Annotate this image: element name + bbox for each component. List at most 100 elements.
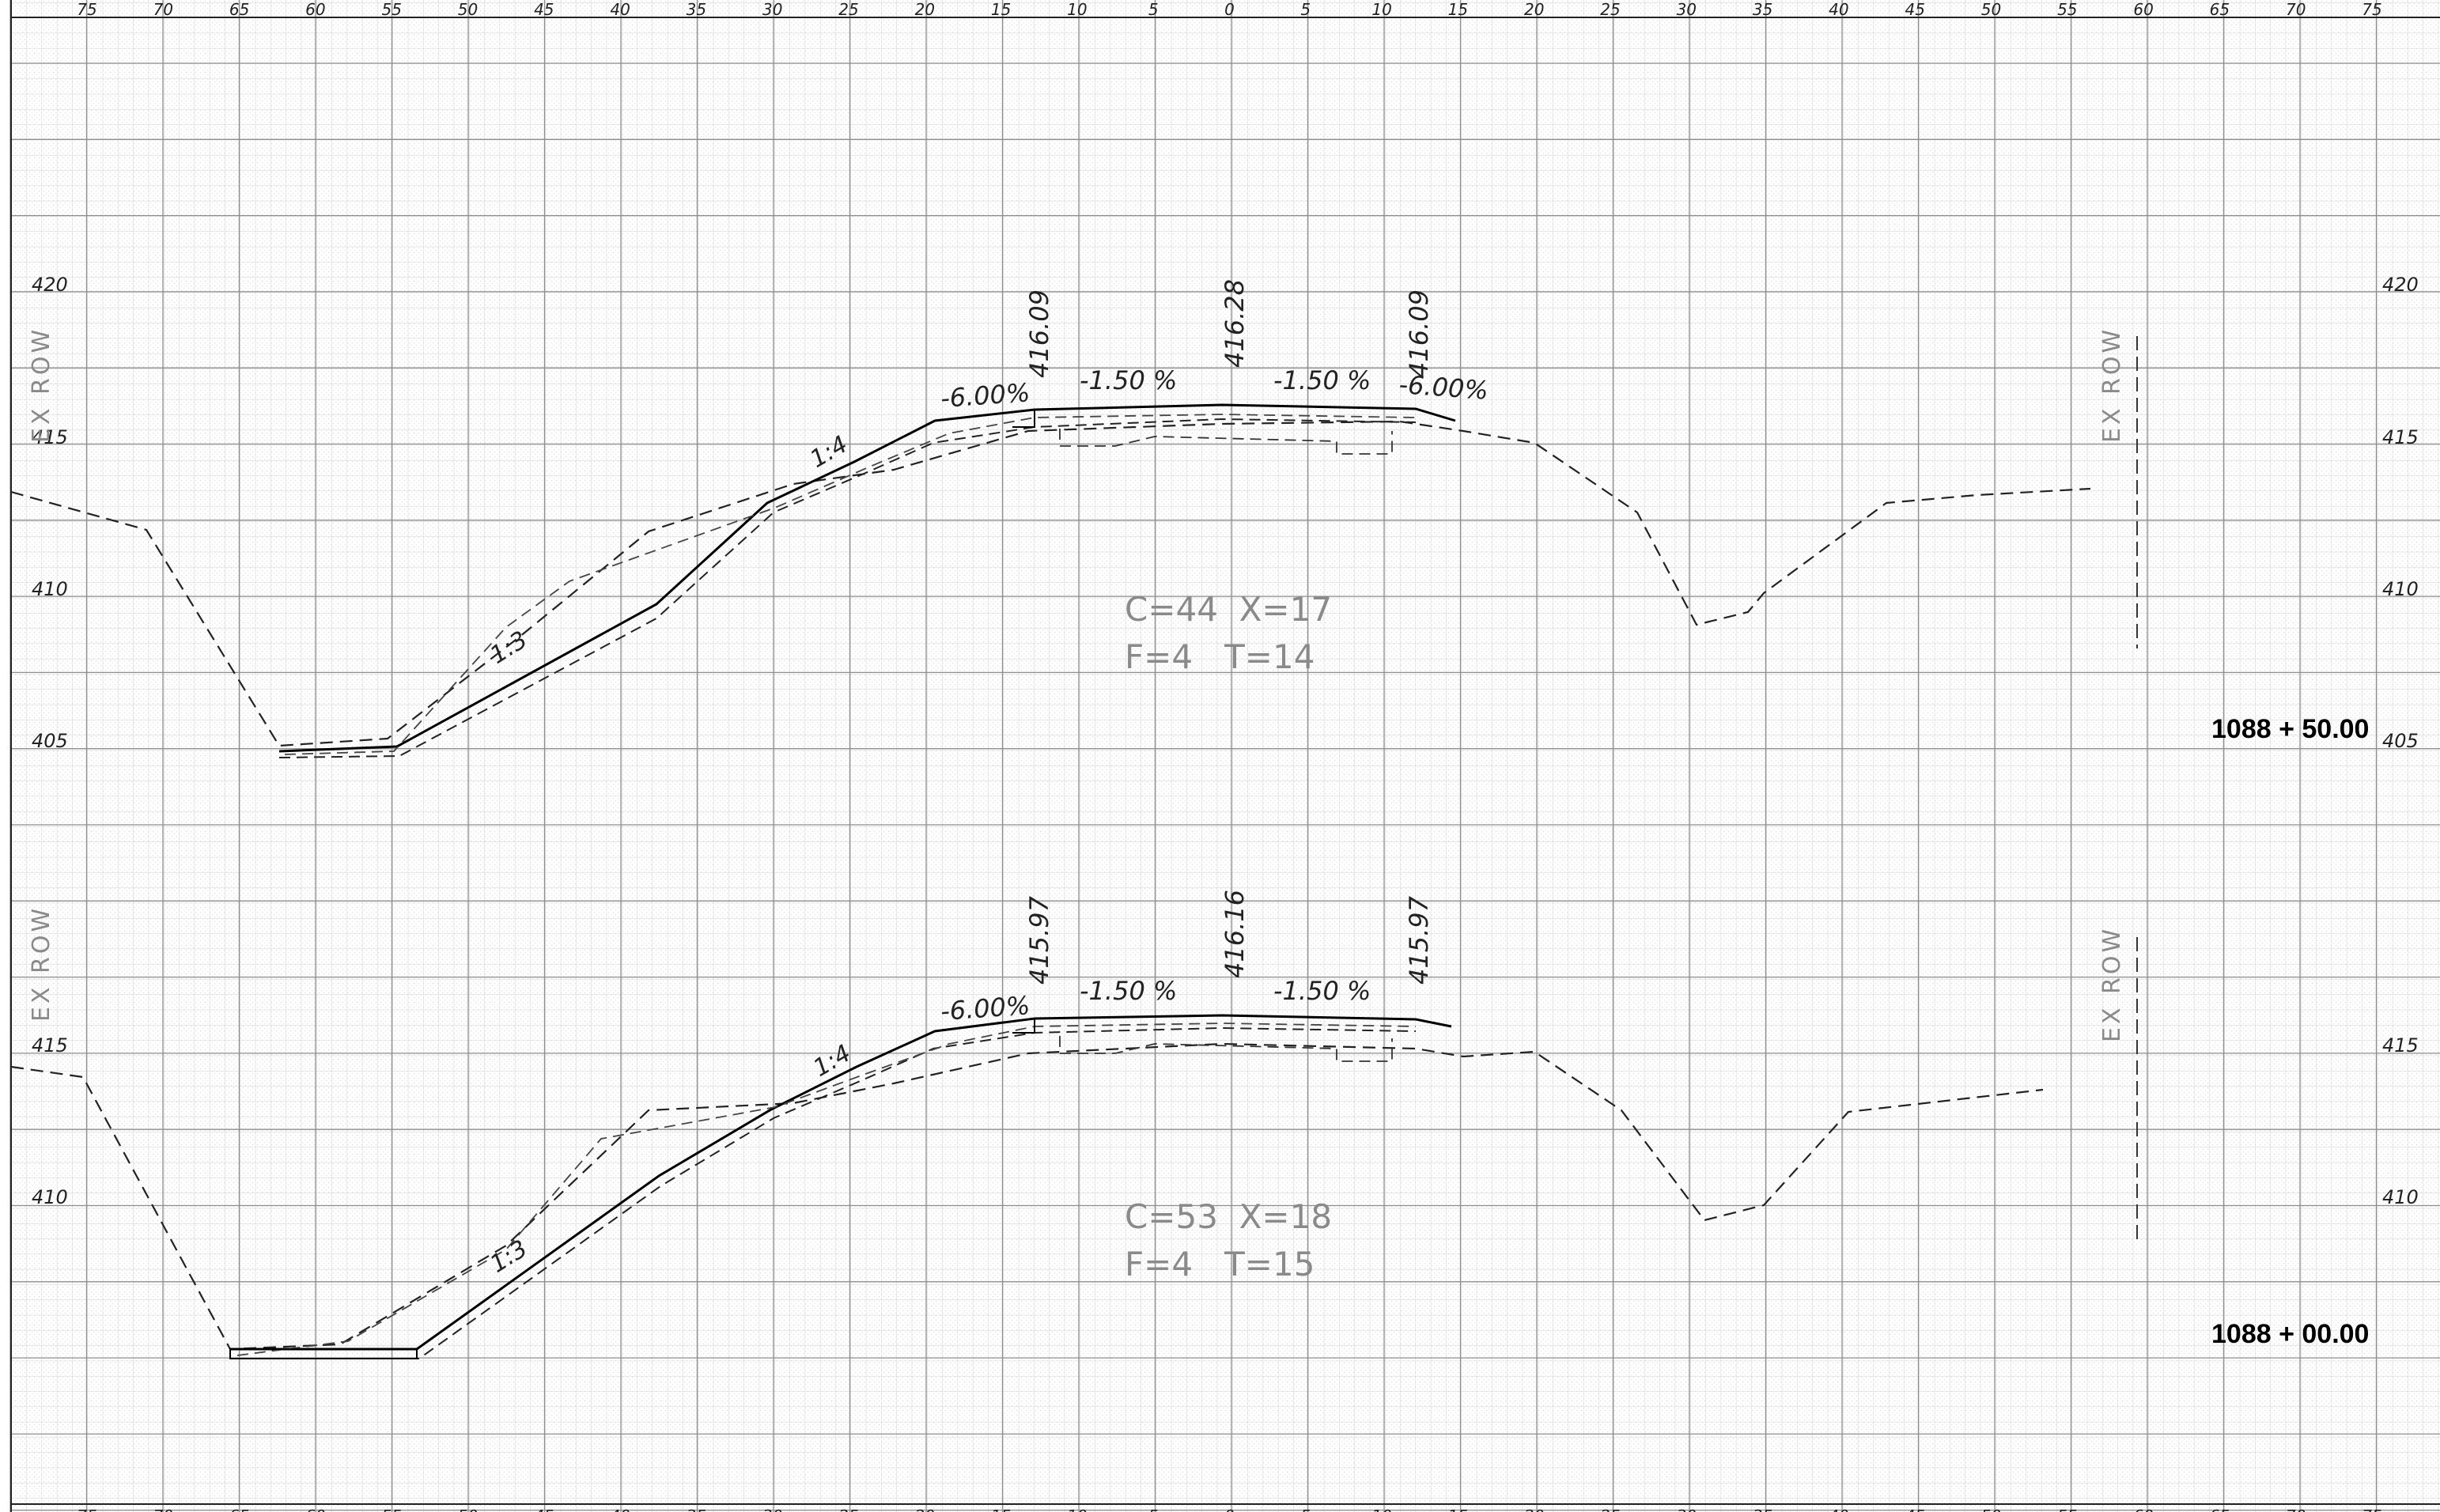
offset-tick-label: 45	[1905, 0, 1924, 19]
elev-label-upper-405-left: 405	[32, 730, 68, 752]
quantities-upper-line1: C=44 X=17	[1125, 590, 1332, 629]
elev-label-lower-410-left: 410	[32, 1186, 68, 1208]
elev-label-upper-420-left: 420	[32, 274, 68, 296]
offset-tick-label: 25	[838, 1506, 858, 1512]
offset-tick-label: 15	[1448, 1506, 1468, 1512]
offset-tick-label: 20	[1524, 1506, 1544, 1512]
offset-tick-label: 50	[458, 1506, 478, 1512]
left-lane-slope-upper: -1.50 %	[1080, 365, 1177, 395]
right-lane-slope-lower: -1.50 %	[1273, 976, 1371, 1006]
elev-label-upper-410-left: 410	[32, 578, 68, 600]
elev-label-upper-415-right: 415	[2382, 426, 2419, 448]
offset-tick-label: 15	[991, 1506, 1011, 1512]
offset-tick-label: 15	[1448, 0, 1468, 19]
left-shoulder-slope-lower: -6.00%	[940, 990, 1031, 1026]
offset-tick-label: 45	[1905, 1506, 1924, 1512]
offset-tick-label: 55	[381, 0, 401, 19]
offset-tick-label: 60	[2133, 1506, 2153, 1512]
left-shoulder-slope-upper: -6.00%	[940, 377, 1031, 414]
offset-tick-label: 45	[534, 1506, 554, 1512]
row-label-lower-right: EX ROW	[2098, 926, 2126, 1042]
crown-elev-upper: 416.28	[1220, 279, 1250, 368]
subgrade-lower-b	[236, 1022, 1417, 1356]
ditch-box-lower	[229, 1348, 418, 1359]
elev-label-upper-420-right: 420	[2382, 274, 2419, 296]
offset-tick-label: 35	[687, 1506, 706, 1512]
offset-tick-label: 65	[2210, 1506, 2230, 1512]
design-grade-lower	[230, 1014, 1452, 1351]
elev-label-lower-415-right: 415	[2382, 1034, 2419, 1057]
offset-tick-label: 75	[2362, 0, 2381, 19]
elev-label-lower-415-left: 415	[32, 1034, 68, 1057]
quantities-lower-line2: F=4 T=15	[1125, 1245, 1315, 1283]
offset-tick-label: 5	[1300, 0, 1311, 19]
offset-tick-label: 60	[2133, 0, 2153, 19]
offset-tick-label: 50	[458, 0, 478, 19]
offset-tick-label: 30	[1677, 1506, 1697, 1512]
row-label-upper-right: EX ROW	[2098, 327, 2126, 443]
existing-ground-lower	[10, 1042, 2044, 1351]
quantities-lower-line1: C=53 X=18	[1125, 1197, 1332, 1236]
offset-tick-label: 5	[1148, 0, 1159, 19]
left-shoulder-elev-lower: 415.97	[1024, 895, 1054, 985]
edge-box-upper	[1012, 410, 1035, 428]
offset-tick-label: 30	[762, 1506, 782, 1512]
offset-tick-label: 65	[2210, 0, 2230, 19]
offset-tick-label: 10	[1067, 0, 1087, 19]
offset-tick-label: 20	[1524, 0, 1544, 19]
offset-tick-label: 10	[1371, 1506, 1391, 1512]
row-label-lower-left: EX ROW	[28, 905, 55, 1022]
offset-tick-label: 75	[77, 0, 96, 19]
offset-tick-label: 40	[610, 1506, 630, 1512]
right-shoulder-slope-upper: -6.00%	[1398, 369, 1489, 406]
offset-tick-label: 50	[1981, 0, 2001, 19]
offset-tick-label: 0	[1224, 0, 1235, 19]
offset-tick-label: 15	[991, 0, 1011, 19]
offset-tick-label: 25	[1600, 0, 1620, 19]
bottom-offset-scale: 7570656055504540353025201510505101520253…	[77, 1506, 2381, 1512]
offset-tick-label: 65	[229, 0, 249, 19]
offset-tick-label: 25	[838, 0, 858, 19]
right-lane-slope-upper: -1.50 %	[1273, 365, 1371, 395]
offset-tick-label: 40	[610, 0, 630, 19]
offset-tick-label: 35	[1753, 0, 1772, 19]
offset-tick-label: 20	[915, 0, 935, 19]
offset-tick-label: 55	[381, 1506, 401, 1512]
offset-tick-label: 25	[1600, 1506, 1620, 1512]
left-shoulder-elev-upper: 416.09	[1024, 289, 1054, 378]
station-label-lower: 1088 + 00.00	[2211, 1319, 2369, 1349]
offset-tick-label: 70	[2286, 0, 2306, 19]
subgrade-lower-a	[234, 1026, 1417, 1359]
elev-label-lower-410-right: 410	[2382, 1186, 2419, 1208]
offset-tick-label: 10	[1067, 1506, 1087, 1512]
elev-label-upper-415-left: 415	[32, 426, 68, 448]
offset-tick-label: 70	[153, 1506, 173, 1512]
offset-tick-label: 60	[305, 0, 325, 19]
subgrade-upper-b	[284, 414, 1417, 755]
offset-tick-label: 75	[2362, 1506, 2381, 1512]
offset-tick-label: 60	[305, 1506, 325, 1512]
subgrade-upper-a	[278, 418, 1417, 758]
offset-tick-label: 10	[1371, 0, 1391, 19]
offset-tick-label: 30	[762, 0, 782, 19]
offset-tick-label: 50	[1981, 1506, 2001, 1512]
offset-tick-label: 35	[687, 0, 706, 19]
offset-tick-label: 30	[1677, 0, 1697, 19]
row-label-upper-left: EX ROW	[28, 327, 55, 443]
offset-tick-label: 0	[1224, 1506, 1235, 1512]
offset-tick-label: 5	[1300, 1506, 1311, 1512]
pavement-box-upper	[1059, 429, 1393, 455]
edge-box-lower	[1012, 1019, 1035, 1034]
existing-ground-upper	[10, 420, 2091, 747]
right-shoulder-elev-upper: 416.09	[1404, 289, 1434, 378]
offset-tick-label: 55	[2057, 0, 2077, 19]
offset-tick-label: 5	[1148, 1506, 1159, 1512]
elev-label-upper-410-right: 410	[2382, 578, 2419, 600]
offset-tick-label: 45	[534, 0, 554, 19]
offset-tick-label: 70	[2286, 1506, 2306, 1512]
major-grid	[9, 0, 2440, 1512]
pavement-box-lower	[1059, 1036, 1393, 1062]
offset-tick-label: 35	[1753, 1506, 1772, 1512]
